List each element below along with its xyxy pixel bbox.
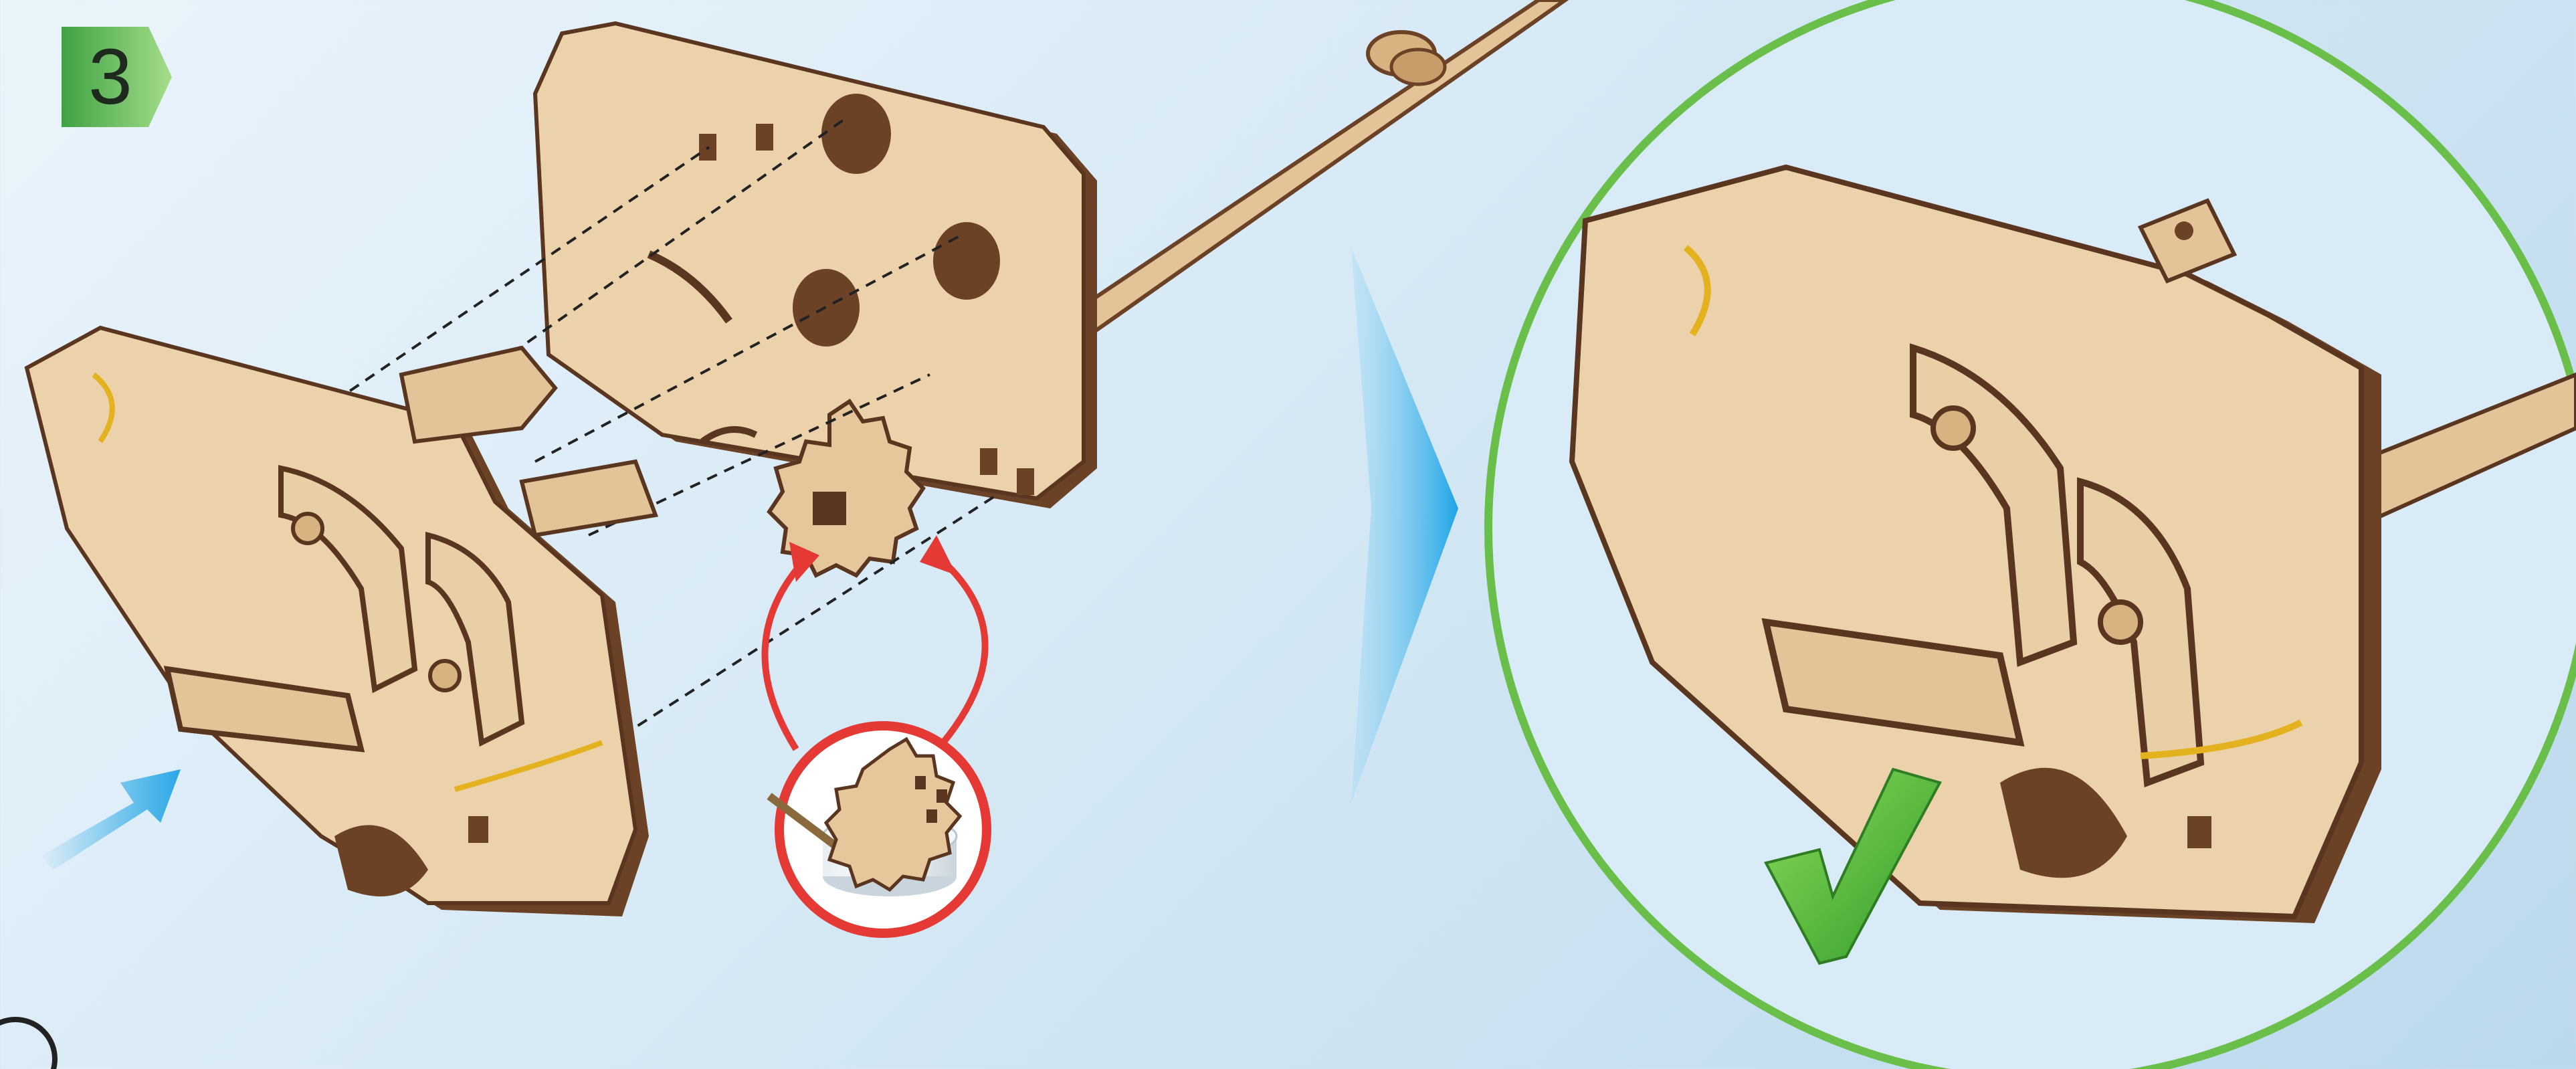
result-arrow-icon [1351,248,1458,803]
plate-hole-3 [793,269,860,347]
step-badge: 3 [62,27,175,127]
left-assembly [27,328,656,916]
insert-direction-arrow-icon [40,769,181,870]
step-number: 3 [74,32,147,122]
plate-hole-2 [933,222,1000,300]
plate-hole-1 [821,94,891,174]
top-wooden-plate [535,23,1097,508]
shaft-rod [1070,0,1565,334]
